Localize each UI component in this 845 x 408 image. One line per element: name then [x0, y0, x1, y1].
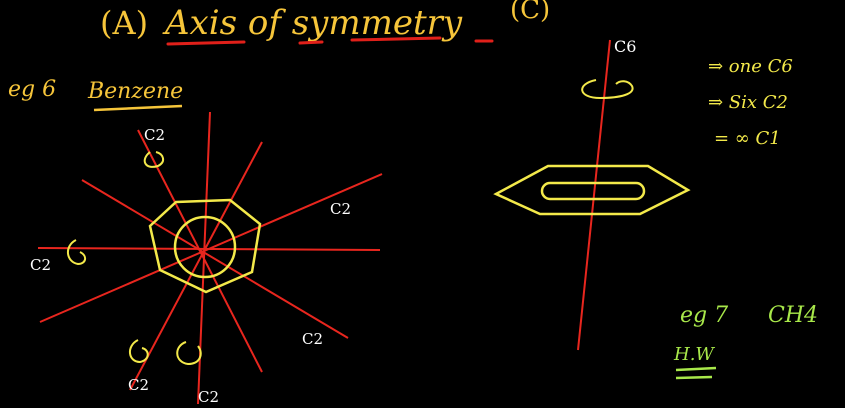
c2-label: C2	[302, 330, 323, 348]
rotation-arrow-icon	[67, 239, 86, 266]
example6-molecule: Benzene	[87, 79, 183, 104]
rotation-arrow-icon	[176, 341, 202, 366]
c2-axis-line	[37, 247, 381, 251]
benzene-side-ring	[540, 181, 646, 201]
c2-axis-line	[39, 173, 383, 323]
c2-label: C2	[128, 376, 149, 394]
c6-label: C6	[614, 37, 636, 56]
rotation-arrow-icon	[129, 339, 149, 364]
heading-underline	[166, 36, 494, 46]
heading-title: Axis of symmetry	[162, 3, 463, 43]
c2-axis-line	[129, 141, 263, 391]
c2-label: C2	[30, 256, 51, 274]
homework-underline	[675, 366, 717, 380]
c2-label: C2	[198, 388, 219, 406]
rotation-arrows	[67, 151, 202, 366]
rotation-arrow-icon	[143, 151, 164, 168]
example7-label: eg 7	[680, 303, 728, 328]
c6-axis-line	[577, 39, 611, 351]
c2-axis-line	[81, 179, 349, 339]
homework-label: H.W	[673, 344, 715, 365]
benzene-ring	[173, 215, 237, 279]
heading-symbol: (C)	[510, 0, 550, 25]
note-six-c2: ⇒ Six C2	[708, 92, 788, 113]
benzene-hexagon	[148, 198, 262, 294]
molecule-underline	[93, 104, 183, 112]
note-infinite-c1: = ∞ C1	[714, 128, 781, 149]
heading-marker: (A)	[100, 4, 148, 42]
note-one-c6: ⇒ one C6	[708, 56, 793, 77]
example7-molecule: CH4	[768, 303, 818, 328]
benzene-side-hexagon	[493, 164, 691, 216]
c2-label: C2	[144, 126, 165, 144]
c6-rotation-arrow-icon	[581, 79, 634, 100]
example6-label: eg 6	[8, 77, 56, 102]
c2-label: C2	[330, 200, 351, 218]
